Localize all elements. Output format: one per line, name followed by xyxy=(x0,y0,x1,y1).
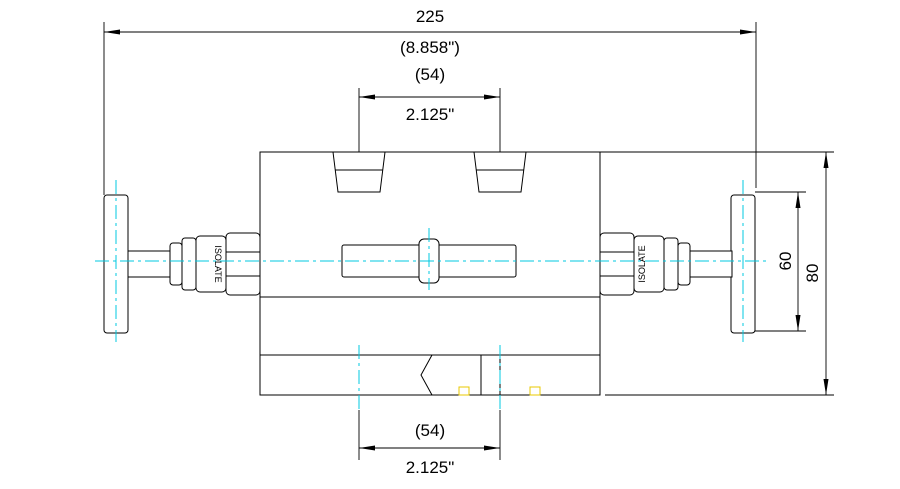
bottom-spacing-mm: (54) xyxy=(415,421,445,440)
right-valve-label: ISOLATE xyxy=(637,245,647,282)
marker-left xyxy=(458,386,470,396)
manifold-body xyxy=(259,151,601,396)
overall-width-mm: 225 xyxy=(416,7,444,26)
bottom-spacing-in: 2.125" xyxy=(406,458,455,477)
left-valve-label: ISOLATE xyxy=(213,245,223,282)
bottom-spacing-dimension: (54) 2.125" xyxy=(358,410,501,477)
height-dimensions: 60 80 xyxy=(600,151,834,396)
left-valve-assembly: ISOLATE xyxy=(103,194,261,334)
height-inner-label: 60 xyxy=(776,252,795,271)
top-port-right xyxy=(473,151,527,193)
top-spacing-dimension: (54) 2.125" xyxy=(358,65,501,155)
height-outer-label: 80 xyxy=(803,264,822,283)
right-valve-assembly: ISOLATE xyxy=(599,194,756,334)
marker-right xyxy=(529,386,541,396)
overall-width-dimension: 225 (8.858") xyxy=(103,7,757,195)
top-spacing-in: 2.125" xyxy=(406,105,455,124)
top-spacing-mm: (54) xyxy=(415,65,445,84)
top-port-left xyxy=(332,151,386,193)
centerlines xyxy=(95,180,768,410)
overall-width-in: (8.858") xyxy=(400,38,460,57)
